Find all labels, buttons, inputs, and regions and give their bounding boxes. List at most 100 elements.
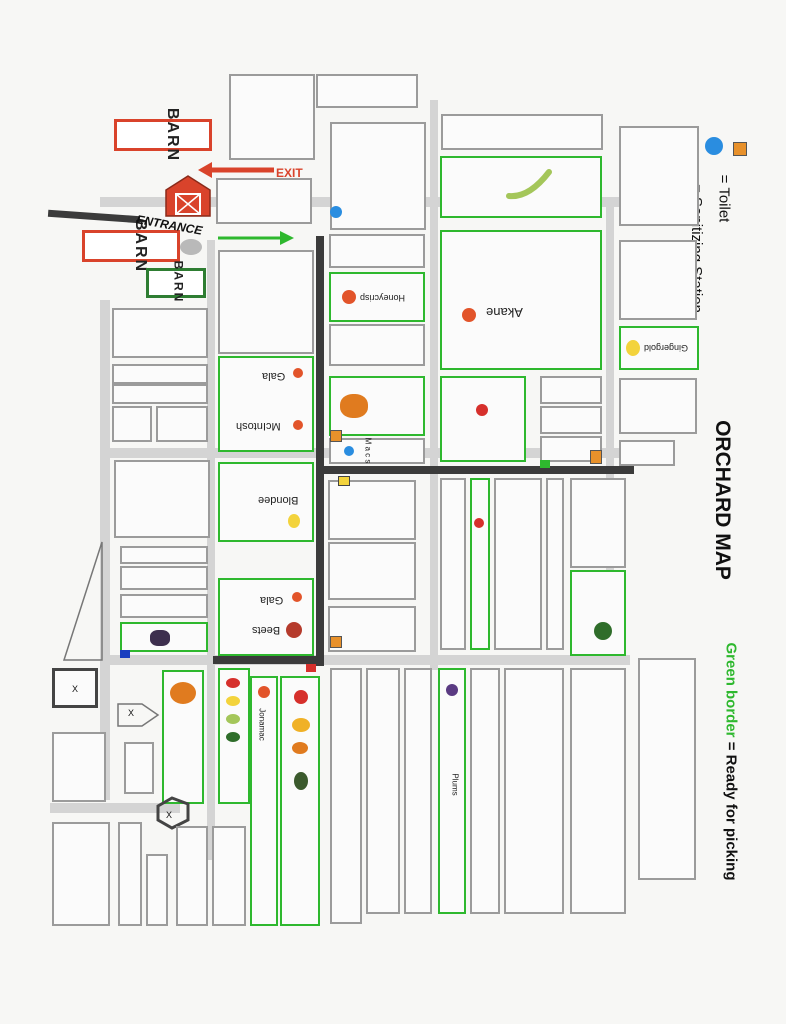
plot-b1[interactable] bbox=[329, 234, 425, 268]
plot-g1[interactable] bbox=[440, 478, 466, 650]
plot-c3[interactable] bbox=[619, 440, 675, 466]
label-mcintosh: McIntosh bbox=[236, 420, 281, 432]
plot-h3[interactable] bbox=[404, 668, 432, 914]
plot-x-box bbox=[52, 668, 98, 708]
plot-a2[interactable] bbox=[316, 74, 418, 108]
plot-h2[interactable] bbox=[366, 668, 400, 914]
plot-h5[interactable] bbox=[504, 668, 564, 914]
marker-x-3: X bbox=[166, 810, 173, 820]
dark-path-horizontal bbox=[324, 466, 634, 474]
plot-b3[interactable] bbox=[540, 376, 602, 404]
bean-icon bbox=[506, 169, 552, 200]
plot-b2[interactable] bbox=[329, 324, 425, 366]
plot-b4[interactable] bbox=[540, 406, 602, 434]
sanitizing-legend-icon bbox=[705, 137, 723, 155]
road-vert-right bbox=[430, 100, 438, 670]
plot-apple-mid[interactable] bbox=[440, 376, 526, 462]
entrance-arrow-icon bbox=[218, 231, 294, 245]
plot-g4[interactable] bbox=[546, 478, 564, 650]
barn-round-marker bbox=[180, 239, 202, 255]
exit-arrow-icon bbox=[198, 162, 274, 178]
plot-h4[interactable] bbox=[470, 668, 500, 914]
plot-g2[interactable] bbox=[470, 478, 490, 650]
tomato-icon bbox=[286, 622, 302, 638]
plot-j5[interactable] bbox=[212, 826, 246, 926]
road-lower bbox=[100, 655, 630, 665]
plot-plums[interactable] bbox=[438, 668, 466, 914]
plot-i2[interactable] bbox=[124, 742, 154, 794]
plot-tomato-strip[interactable] bbox=[280, 676, 320, 926]
plot-pumpkin-strip[interactable] bbox=[162, 670, 204, 804]
hexagon-marker bbox=[156, 796, 190, 830]
plot-f2[interactable] bbox=[328, 542, 416, 600]
plot-j3[interactable] bbox=[146, 854, 168, 926]
dark-path-lower bbox=[213, 656, 321, 664]
barn-green-label: BARN bbox=[171, 260, 186, 304]
pepper-icon bbox=[226, 714, 240, 724]
legend-green-border: Green border = Ready for picking bbox=[723, 643, 740, 881]
sanitizing-station-icon bbox=[344, 446, 354, 456]
toilet-icon bbox=[330, 636, 342, 648]
plot-e1[interactable] bbox=[114, 460, 210, 538]
barn-middle: BARN bbox=[82, 219, 180, 273]
toilet-icon bbox=[330, 430, 342, 442]
pumpkin-icon bbox=[170, 682, 196, 704]
blue-marker bbox=[120, 650, 130, 658]
green-marker bbox=[540, 460, 550, 468]
plot-blondee[interactable] bbox=[218, 462, 314, 542]
plot-jonamac[interactable] bbox=[250, 676, 278, 926]
plot-broccoli[interactable] bbox=[570, 570, 626, 656]
plot-j1[interactable] bbox=[52, 822, 110, 926]
plot-gala-beets[interactable] bbox=[218, 578, 314, 656]
plot-e4[interactable] bbox=[120, 594, 208, 618]
pepper-icon bbox=[226, 696, 240, 706]
apple-icon bbox=[292, 592, 302, 602]
plot-d2[interactable] bbox=[112, 308, 208, 358]
plot-f1[interactable] bbox=[328, 480, 416, 540]
grape-icon bbox=[150, 630, 170, 646]
plot-akane[interactable] bbox=[440, 230, 602, 370]
plot-h7[interactable] bbox=[638, 658, 696, 880]
plot-e2[interactable] bbox=[120, 546, 208, 564]
apple-icon bbox=[342, 290, 356, 304]
plot-c1[interactable] bbox=[619, 240, 697, 320]
pumpkin-icon bbox=[340, 394, 368, 418]
plot-i1[interactable] bbox=[52, 732, 106, 802]
barn-top-label: BARN bbox=[164, 107, 182, 163]
plot-g3[interactable] bbox=[494, 478, 542, 650]
plot-h1[interactable] bbox=[330, 668, 362, 924]
pear-icon bbox=[626, 340, 640, 356]
plot-j2[interactable] bbox=[118, 822, 142, 926]
legend-green-meaning: = Ready for picking bbox=[722, 741, 740, 881]
toilet-icon bbox=[590, 450, 602, 464]
label-jonamac: Jonamac bbox=[257, 708, 267, 741]
plot-f3[interactable] bbox=[328, 606, 416, 652]
plot-d4[interactable] bbox=[112, 384, 208, 404]
plot-d3[interactable] bbox=[112, 364, 208, 384]
dark-path-vertical bbox=[316, 236, 324, 666]
sanitizing-station-icon bbox=[330, 206, 342, 218]
plot-e3[interactable] bbox=[120, 566, 208, 590]
map-title: ORCHARD MAP bbox=[710, 420, 734, 580]
plot-d1[interactable] bbox=[218, 250, 314, 354]
apple-icon bbox=[293, 420, 303, 430]
road-vert-left bbox=[100, 300, 110, 800]
label-gala-top: Gala bbox=[262, 370, 286, 382]
legend-toilet: = Toilet bbox=[715, 174, 733, 223]
road-bottom bbox=[50, 803, 180, 813]
yellow-marker bbox=[338, 476, 350, 486]
plot-a5[interactable] bbox=[216, 178, 312, 224]
plot-j4[interactable] bbox=[176, 826, 208, 926]
toilet-legend-icon bbox=[733, 142, 747, 156]
plot-a1[interactable] bbox=[229, 74, 315, 160]
plot-a3[interactable] bbox=[441, 114, 603, 150]
plot-bean[interactable] bbox=[440, 156, 602, 218]
plot-d6[interactable] bbox=[156, 406, 208, 442]
plot-c2[interactable] bbox=[619, 378, 697, 434]
plot-d5[interactable] bbox=[112, 406, 152, 442]
plot-h6[interactable] bbox=[570, 668, 626, 914]
plot-a6[interactable] bbox=[330, 122, 426, 230]
plot-g5[interactable] bbox=[570, 478, 626, 568]
plot-a4[interactable] bbox=[619, 126, 699, 226]
